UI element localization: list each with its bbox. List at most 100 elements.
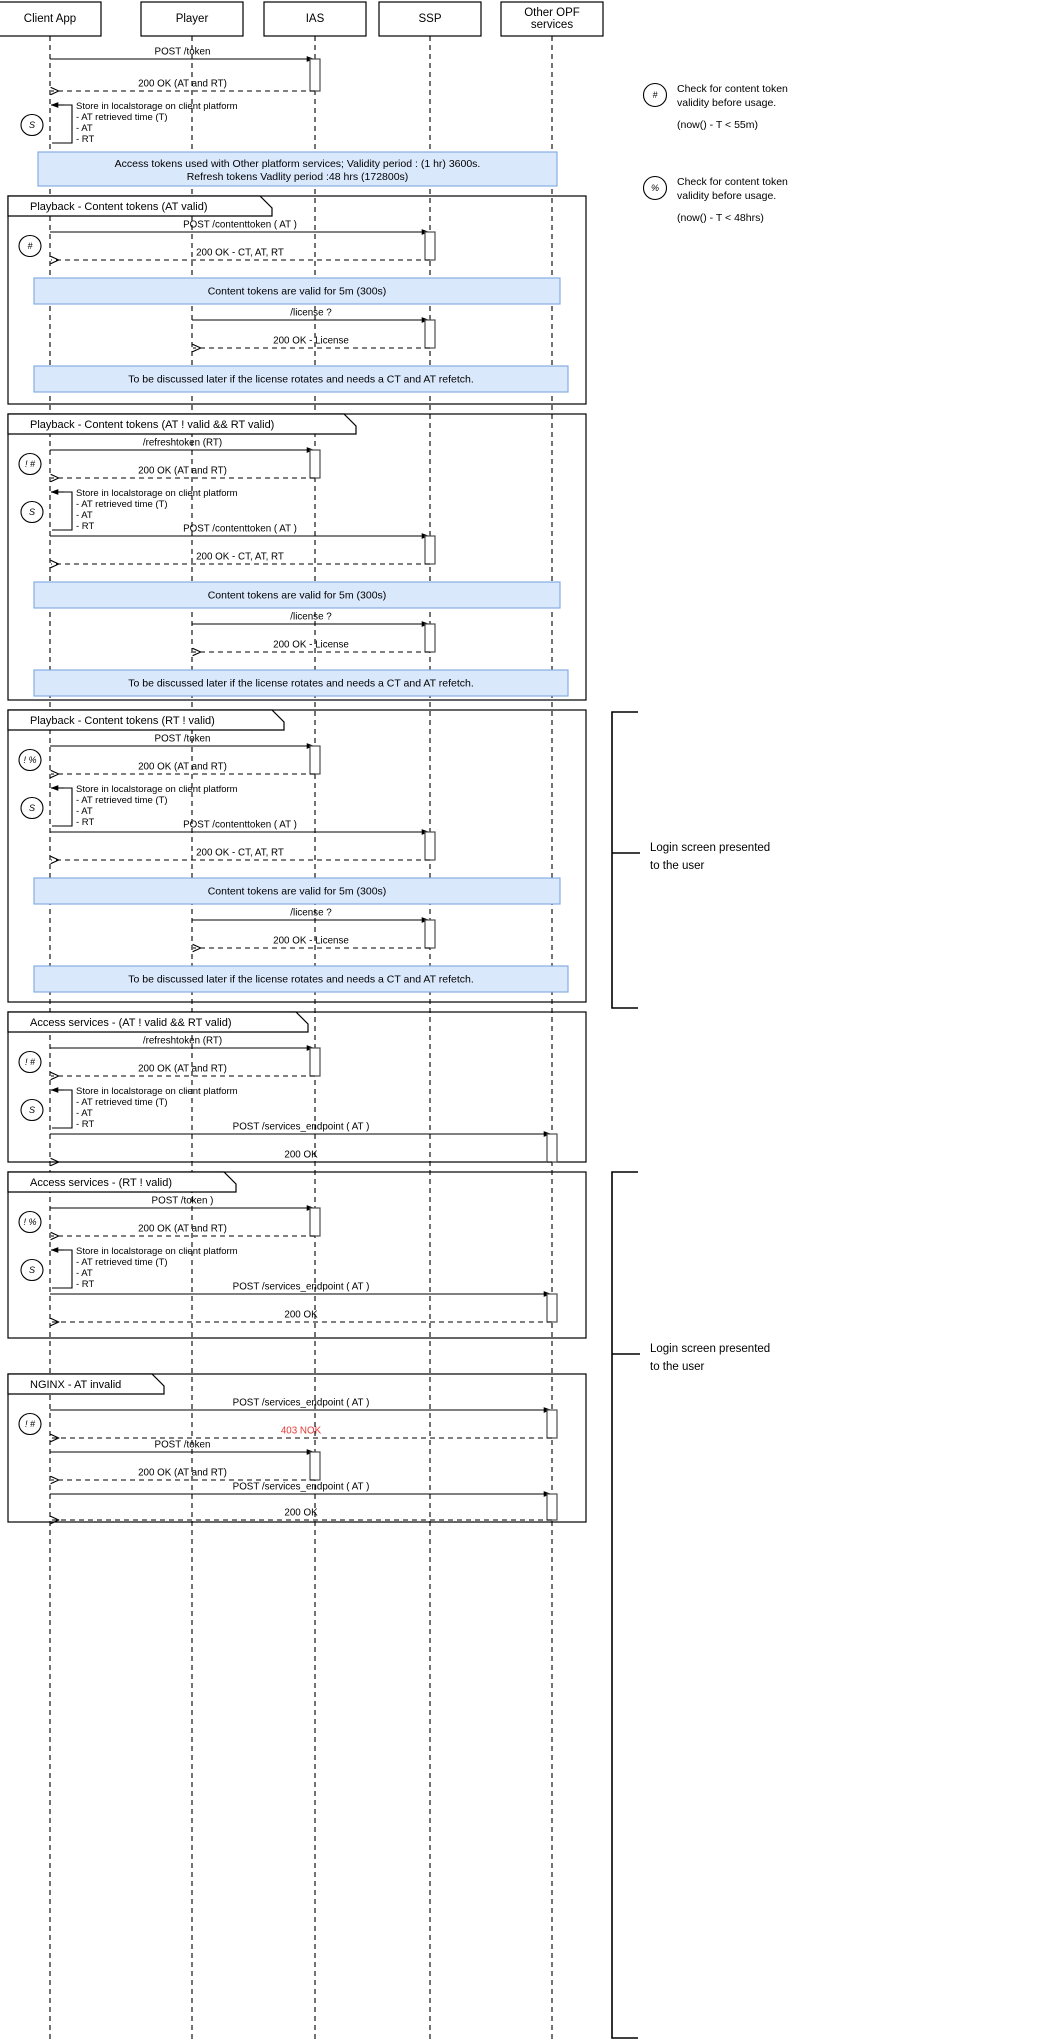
frame-playback-rt-invalid-box[interactable] [7,709,587,1003]
frame-access-services-rt-invalid-box[interactable] [7,1171,587,1339]
frame-playback-at-valid-box[interactable] [7,195,587,405]
lifeline-label-client: Client App [24,13,76,25]
legend-condition-0: (now() - T < 55m) [677,119,758,131]
frame-playback-at-invalid-rt-valid-msg-b1-label: 200 OK - CT, AT, RT [196,552,284,563]
frame-playback-at-invalid-rt-valid-self-note-marker-label: S [29,507,35,517]
frame-playback-at-invalid-rt-valid-self-note-line-3: - RT [76,521,94,532]
frame-playback-at-invalid-rt-valid-tab [7,413,357,435]
frame-playback-at-invalid-rt-valid-self-note-line-0: Store in localstorage on client platform [76,488,238,499]
bracket-label1-1: Login screen presented [650,1343,770,1355]
intro-self-note-path [52,104,73,144]
frame-playback-rt-invalid-msg-b0-label: POST /contenttoken ( AT ) [183,820,297,831]
lifeline-label-player: Player [176,13,209,25]
frame-nginx-at-invalid-box[interactable] [7,1373,587,1523]
bracket-label2-0: to the user [650,860,705,872]
lifeline-head-player[interactable] [140,1,244,37]
frame-playback-rt-invalid-activation-lic [424,919,436,949]
frame-playback-rt-invalid-self-note-line-2: - AT [76,806,93,817]
intro-note-box [37,151,558,187]
frame-playback-at-invalid-rt-valid-self-note-line-1: - AT retrieved time (T) [76,499,168,510]
login-bracket-1: Login screen presented to the user [611,1171,770,2039]
frame-access-services-at-invalid-activation-b [546,1133,558,1163]
intro-self-note-marker-circle [20,113,44,137]
frame-playback-at-valid-msg-a1-label: 200 OK - CT, AT, RT [196,248,284,259]
frame-access-services-at-invalid-msg-a0-label: /refreshtoken (RT) [143,1036,222,1047]
frame-access-services-at-invalid-marker-circle [18,1050,42,1074]
frame-access-services-at-invalid-msg-a1-label: 200 OK (AT and RT) [138,1064,227,1075]
frame-access-services-rt-invalid-activation-a [309,1207,321,1237]
frame-playback-rt-invalid-msg-a0-label: POST /token [155,734,211,745]
intro-note-text-2: Refresh tokens Vadlity period :48 hrs (1… [187,171,409,183]
frame-playback-at-valid-msg-lic1-label: 200 OK - License [273,336,349,347]
bracket-path-1 [611,1171,638,2039]
frame-access-services-rt-invalid-self-note-marker-circle [20,1258,44,1282]
frame-playback-at-invalid-rt-valid-label: Playback - Content tokens (AT ! valid &&… [30,419,274,431]
frame-nginx-at-invalid-msg-c0-label: POST /services_endpoint ( AT ) [233,1482,370,1493]
frame-playback-rt-invalid-msg-b1-label: 200 OK - CT, AT, RT [196,848,284,859]
lifeline-ias: IAS [263,1,367,2040]
frame-nginx-at-invalid-msg-c1-label: 200 OK [284,1508,318,1519]
messages-layer: POST /token 200 OK (AT and RT) Store in lo… [18,47,569,1521]
frame-playback-rt-invalid-self-note-marker-label: S [29,803,35,813]
frame-playback-rt-invalid-self-note-path [52,787,73,827]
frame-access-services-rt-invalid-msg-a0-label: POST /token ) [152,1196,214,1207]
frame-access-services-rt-invalid-marker-label: ! % [23,1217,36,1227]
frame-playback-rt-invalid-self-note-line-1: - AT retrieved time (T) [76,795,168,806]
legend-condition-1: (now() - T < 48hrs) [677,212,764,224]
lifeline-head-ias[interactable] [263,1,367,37]
frame-access-services-at-invalid-activation-a [309,1047,321,1077]
lifeline-label-ssp: SSP [418,13,441,25]
frame-access-services-rt-invalid-msg-b0-label: POST /services_endpoint ( AT ) [233,1282,370,1293]
frame-playback-at-valid-tab [7,195,273,217]
legend-marker-symbol-0: # [652,90,658,100]
frame-playback-at-valid-note1-text: Content tokens are valid for 5m (300s) [208,285,387,297]
frame-access-services-at-invalid-msg-b1-label: 200 OK [284,1150,318,1161]
legend-line1-0: Check for content token [677,83,788,95]
intro-self-note-line-0: Store in localstorage on client platform [76,101,238,112]
frame-playback-at-valid-label: Playback - Content tokens (AT valid) [30,201,208,213]
frame-playback-rt-invalid-msg-lic0-label: /license ? [290,908,332,919]
frames-layer: Playback - Content tokens (AT valid) Play… [7,195,587,1523]
frame-access-services-at-invalid-self-note-line-0: Store in localstorage on client platform [76,1086,238,1097]
intro-self-note-line-3: - RT [76,134,94,145]
frame-access-services-rt-invalid-self-note-marker-label: S [29,1265,35,1275]
frame-playback-at-valid-activation-a [424,231,436,261]
bracket-label2-1: to the user [650,1361,705,1373]
frame-playback-rt-invalid-msg-a1-label: 200 OK (AT and RT) [138,762,227,773]
frame-playback-at-valid-marker-circle [18,234,42,258]
frame-playback-at-invalid-rt-valid-note1-box [33,581,561,609]
legend-marker-symbol-1: % [651,183,659,193]
lifeline-head-client[interactable] [0,1,102,37]
frame-playback-at-invalid-rt-valid-activation-lic [424,623,436,653]
lifeline-head-opf[interactable] [500,1,604,37]
intro-msg-1-label: 200 OK (AT and RT) [138,79,227,90]
frame-playback-rt-invalid-tab [7,709,285,731]
frame-playback-rt-invalid-note1-box [33,877,561,905]
frame-access-services-rt-invalid-msg-b1-label: 200 OK [284,1310,318,1321]
frame-nginx-at-invalid-tab [7,1373,165,1395]
intro-self-note-line-2: - AT [76,123,93,134]
frame-access-services-rt-invalid-self-note-path [52,1249,73,1289]
frame-playback-at-invalid-rt-valid-activation-a [309,449,321,479]
frame-nginx-at-invalid-msg-b0-label: POST /token [155,1440,211,1451]
frame-nginx-at-invalid-activation-c [546,1493,558,1521]
frame-playback-rt-invalid-activation-a [309,745,321,775]
frame-access-services-at-invalid-label: Access services - (AT ! valid && RT vali… [30,1017,232,1029]
frame-playback-rt-invalid-note1-text: Content tokens are valid for 5m (300s) [208,885,387,897]
frame-playback-at-invalid-rt-valid-box[interactable] [7,413,587,701]
legend-line1-1: Check for content token [677,176,788,188]
frame-access-services-at-invalid-self-note-line-2: - AT [76,1108,93,1119]
frame-playback-rt-invalid-label: Playback - Content tokens (RT ! valid) [30,715,215,727]
frame-access-services-at-invalid-self-note-marker-circle [20,1098,44,1122]
frame-access-services-rt-invalid-label: Access services - (RT ! valid) [30,1177,172,1189]
frame-playback-at-invalid-rt-valid-msg-lic0-label: /license ? [290,612,332,623]
legend-marker-circle-1 [642,175,668,201]
frame-playback-rt-invalid-note2-text: To be discussed later if the license rot… [128,973,474,985]
